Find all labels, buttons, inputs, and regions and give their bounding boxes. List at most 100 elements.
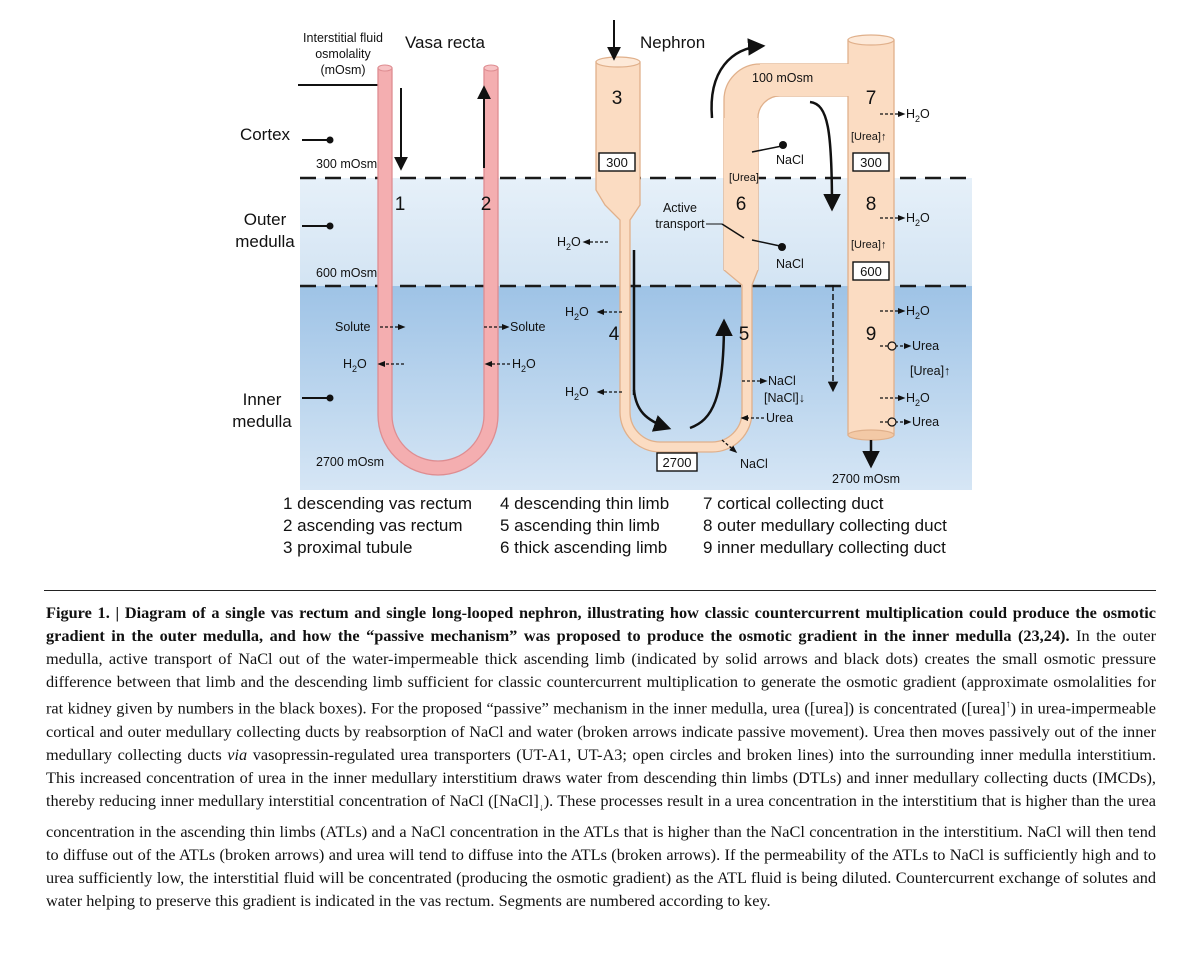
interstitial-label-3: (mOsm) bbox=[320, 63, 365, 77]
connecting-segment bbox=[760, 64, 850, 96]
vas-rectum bbox=[377, 67, 499, 476]
box-2700-loop bbox=[656, 452, 698, 472]
h2o-dtl-3: H2O bbox=[565, 385, 589, 402]
cd8-urea-up: [Urea]↑ bbox=[851, 239, 886, 251]
collecting-duct-bottom bbox=[847, 429, 895, 441]
segment-4: 4 bbox=[609, 324, 620, 345]
cd9-h2o-2: H2O bbox=[906, 391, 930, 408]
box-300-cd bbox=[852, 152, 890, 172]
key-item: 9 inner medullary collecting duct bbox=[703, 538, 946, 557]
connecting-down-arrow bbox=[809, 100, 841, 212]
cortex-label: Cortex bbox=[240, 125, 291, 144]
cd9-urea-1: Urea bbox=[912, 339, 939, 353]
active-transport-1: Active bbox=[663, 201, 697, 215]
solute-right-label: Solute bbox=[510, 320, 545, 334]
osm-100-label: 100 mOsm bbox=[752, 71, 813, 85]
tal-nacl-bottom-line bbox=[721, 223, 745, 239]
vas-rectum-top-left bbox=[377, 64, 393, 72]
segment-2: 2 bbox=[481, 194, 492, 215]
caption-divider bbox=[44, 590, 1156, 591]
figure-caption: Figure 1. | Diagram of a single vas rect… bbox=[46, 601, 1156, 912]
thick-ascending-limb bbox=[724, 118, 758, 270]
outer-dot bbox=[326, 222, 334, 230]
osm-2700-bottom-label: 2700 mOsm bbox=[832, 472, 900, 486]
segment-8: 8 bbox=[866, 194, 877, 215]
tal-nacl-top-dot bbox=[779, 141, 787, 149]
box-300-pt-text: 300 bbox=[606, 155, 628, 170]
cd7-h2o: H2O bbox=[906, 107, 930, 124]
loop-nacl-label: NaCl bbox=[740, 457, 768, 471]
key-item: 5 ascending thin limb bbox=[500, 516, 660, 535]
caption-text-3: vasopressin-regulated urea transporters … bbox=[46, 744, 1157, 811]
key-item: 6 thick ascending limb bbox=[500, 538, 668, 557]
nephron-top-arrow bbox=[710, 38, 766, 119]
caption-sub: ↓ bbox=[538, 802, 544, 814]
caption-text-2: ) in urea-impermeable cortical and outer… bbox=[46, 698, 1156, 764]
h2o-vas-left: H2O bbox=[343, 357, 367, 374]
box-300-cd-text: 300 bbox=[860, 155, 882, 170]
atl-urea-label: Urea bbox=[766, 411, 793, 425]
key-column-2: 4 descending thin limb 5 ascending thin … bbox=[500, 493, 669, 559]
interstitial-label-1: Interstitial fluid bbox=[303, 31, 383, 45]
h2o-vas-right: H2O bbox=[512, 357, 536, 374]
tal-nacl-bottom-label: NaCl bbox=[776, 257, 804, 271]
tal-nacl-bottom-line2 bbox=[751, 239, 781, 247]
caption-title: Figure 1. | Diagram of a single vas rect… bbox=[46, 603, 1156, 646]
loop-bottom-arrow bbox=[632, 389, 672, 432]
key-column-1: 1 descending vas rectum 2 ascending vas … bbox=[283, 493, 472, 559]
cd9-urea-up: [Urea]↑ bbox=[910, 364, 950, 378]
h2o-dtl-1: H2O bbox=[557, 235, 581, 252]
caption-sup: ↑ bbox=[1005, 699, 1011, 711]
caption-via: via bbox=[227, 744, 248, 764]
cd8-h2o: H2O bbox=[906, 211, 930, 228]
atl-up-arrow bbox=[689, 318, 733, 430]
box-600-cd bbox=[852, 261, 890, 281]
atl-nacl-down: [NaCl]↓ bbox=[764, 391, 805, 405]
solute-left-label: Solute bbox=[335, 320, 370, 334]
caption-text-4: ). These processes result in a urea conc… bbox=[46, 791, 1157, 910]
tal-nacl-top-line bbox=[751, 145, 783, 153]
segment-5: 5 bbox=[739, 324, 750, 345]
tal-urea-bracket: [Urea] bbox=[729, 172, 759, 184]
tal-nacl-bottom-dot bbox=[778, 243, 786, 251]
tal-nacl-top-label: NaCl bbox=[776, 153, 804, 167]
key-item: 4 descending thin limb bbox=[500, 494, 670, 513]
h2o-dtl-2: H2O bbox=[565, 305, 589, 322]
key-item: 7 cortical collecting duct bbox=[703, 494, 884, 513]
interstitial-label-2: osmolality bbox=[315, 47, 371, 61]
inner-dot bbox=[326, 394, 334, 402]
key-item: 8 outer medullary collecting duct bbox=[703, 516, 947, 535]
osm-300-label: 300 mOsm bbox=[316, 157, 377, 171]
box-2700-loop-text: 2700 bbox=[663, 455, 692, 470]
cd9-urea-2: Urea bbox=[912, 415, 939, 429]
outer-medulla-label-2: medulla bbox=[235, 232, 295, 251]
segment-3: 3 bbox=[612, 88, 623, 109]
segment-1: 1 bbox=[395, 194, 406, 215]
cd7-urea-up: [Urea]↑ bbox=[851, 131, 886, 143]
inner-medulla-label-1: Inner bbox=[243, 390, 282, 409]
cd9-urea-2-transporter bbox=[887, 417, 897, 427]
key-column-3: 7 cortical collecting duct 8 outer medul… bbox=[703, 493, 947, 559]
osm-2700-label: 2700 mOsm bbox=[316, 455, 384, 469]
outer-medulla-label-1: Outer bbox=[244, 210, 287, 229]
cortex-dot bbox=[326, 136, 334, 144]
active-transport-2: transport bbox=[655, 217, 705, 231]
loop-nacl-arrow bbox=[721, 439, 738, 454]
kidney-diagram: Interstitial fluid osmolality (mOsm) Vas… bbox=[232, 20, 972, 490]
cd9-urea-1-transporter bbox=[887, 341, 897, 351]
box-600-cd-text: 600 bbox=[860, 264, 882, 279]
cd9-h2o-1: H2O bbox=[906, 304, 930, 321]
caption-text-1: In the outer medulla, active transport o… bbox=[46, 626, 1156, 718]
key-item: 3 proximal tubule bbox=[283, 538, 413, 557]
osm-600-label: 600 mOsm bbox=[316, 266, 377, 280]
key-item: 1 descending vas rectum bbox=[283, 494, 472, 513]
segment-6: 6 bbox=[736, 194, 747, 215]
vasa-recta-title: Vasa recta bbox=[405, 33, 486, 52]
vas-rectum-top-right bbox=[483, 64, 499, 72]
box-300-pt bbox=[598, 152, 636, 172]
segment-9: 9 bbox=[866, 324, 877, 345]
inner-medulla-label-2: medulla bbox=[232, 412, 292, 431]
collecting-duct-top bbox=[847, 34, 895, 46]
key-item: 2 ascending vas rectum bbox=[283, 516, 463, 535]
nephron-title: Nephron bbox=[640, 33, 705, 52]
